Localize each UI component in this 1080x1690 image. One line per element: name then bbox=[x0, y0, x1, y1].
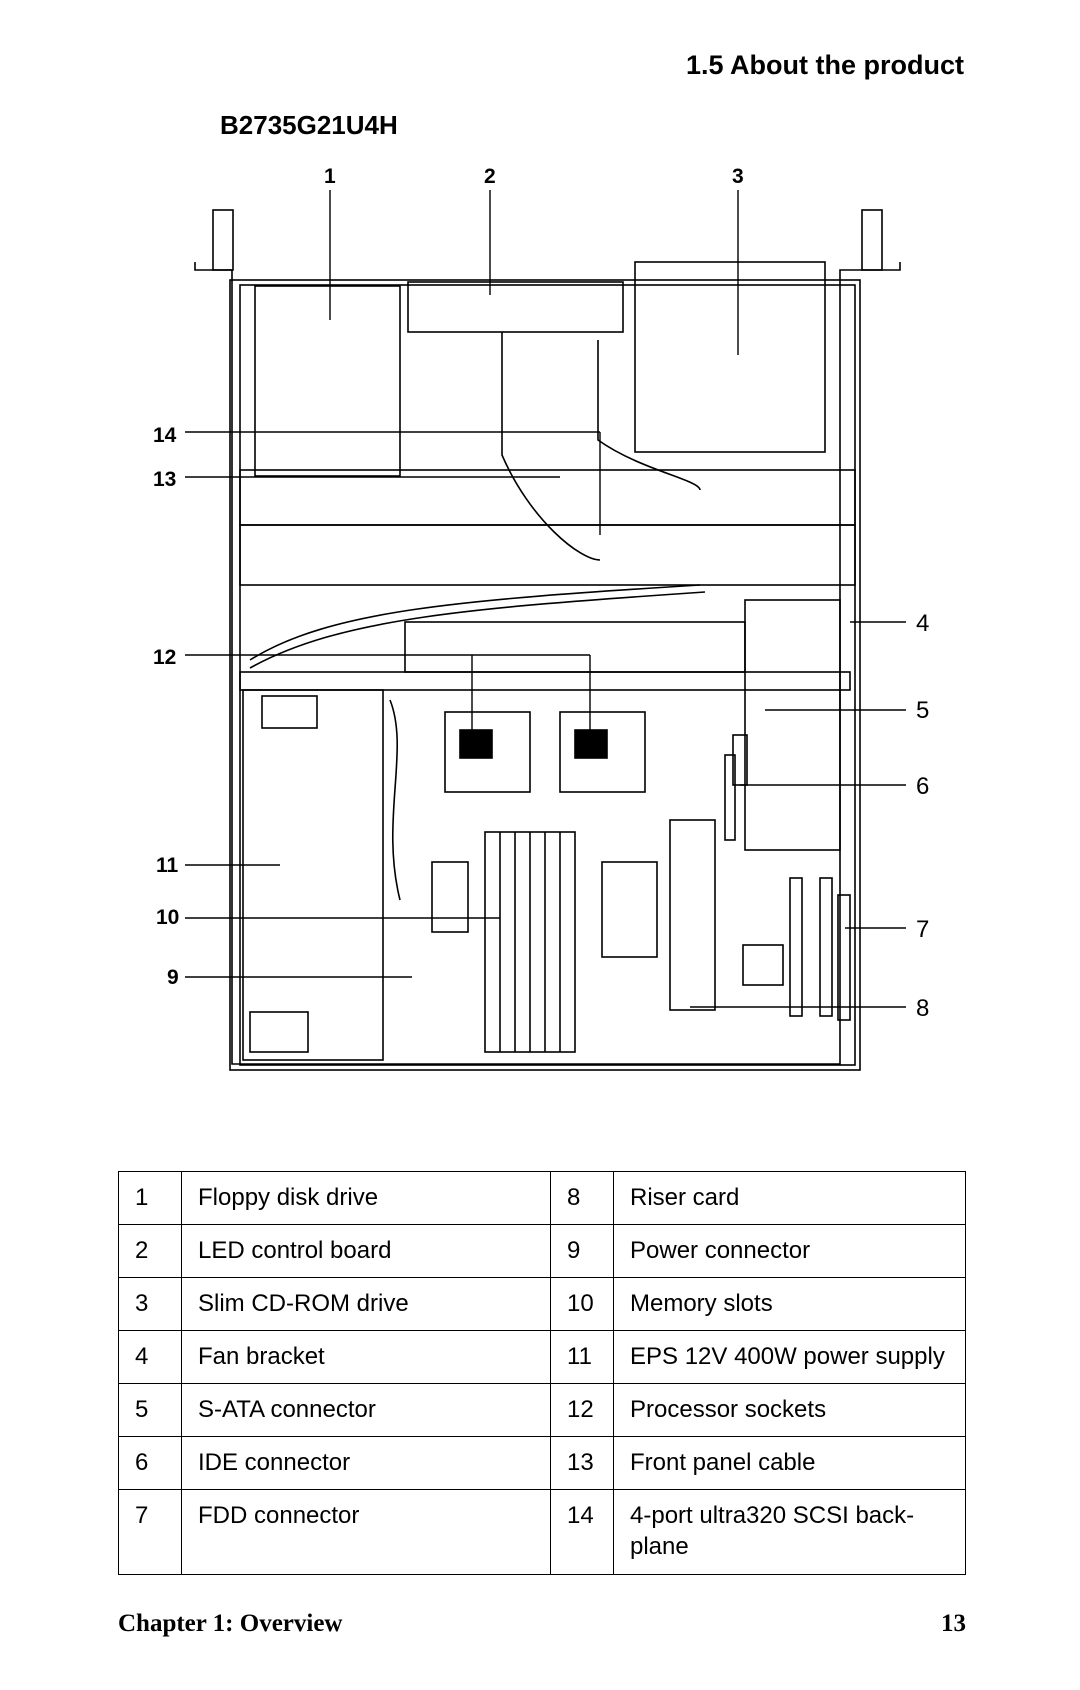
legend-number: 7 bbox=[118, 1489, 182, 1575]
page-number: 13 bbox=[941, 1610, 966, 1637]
legend-number: 5 bbox=[118, 1383, 182, 1437]
legend-description: EPS 12V 400W power supply bbox=[613, 1330, 966, 1384]
footer-chapter: Chapter 1: Overview bbox=[118, 1610, 343, 1637]
callout-8: 8 bbox=[916, 995, 929, 1022]
callout-1: 1 bbox=[324, 165, 336, 188]
legend-description: S-ATA connector bbox=[181, 1383, 551, 1437]
legend-description: FDD connector bbox=[181, 1489, 551, 1575]
legend-number: 1 bbox=[118, 1171, 182, 1225]
legend-description: Memory slots bbox=[613, 1277, 966, 1331]
legend-description: 4-port ultra320 SCSI back-plane bbox=[613, 1489, 966, 1575]
legend-description: Floppy disk drive bbox=[181, 1171, 551, 1225]
legend-number: 2 bbox=[118, 1224, 182, 1278]
callout-12: 12 bbox=[153, 646, 176, 669]
legend-number: 8 bbox=[550, 1171, 614, 1225]
callout-4: 4 bbox=[916, 610, 929, 637]
callout-9: 9 bbox=[167, 966, 179, 989]
legend-number: 9 bbox=[550, 1224, 614, 1278]
legend-number: 11 bbox=[550, 1330, 614, 1384]
callout-5: 5 bbox=[916, 697, 929, 724]
legend-number: 10 bbox=[550, 1277, 614, 1331]
legend-number: 13 bbox=[550, 1436, 614, 1490]
legend-description: Riser card bbox=[613, 1171, 966, 1225]
section-title: 1.5 About the product bbox=[686, 50, 964, 80]
legend-number: 4 bbox=[118, 1330, 182, 1384]
legend-description: LED control board bbox=[181, 1224, 551, 1278]
legend-number: 3 bbox=[118, 1277, 182, 1331]
legend-number: 12 bbox=[550, 1383, 614, 1437]
legend-description: Processor sockets bbox=[613, 1383, 966, 1437]
legend-description: IDE connector bbox=[181, 1436, 551, 1490]
legend-number: 6 bbox=[118, 1436, 182, 1490]
legend-number: 14 bbox=[550, 1489, 614, 1575]
callout-2: 2 bbox=[484, 165, 496, 188]
chassis-diagram: 1 2 3 14 13 12 11 10 9 4 5 6 7 8 bbox=[153, 165, 929, 1071]
model-name: B2735G21U4H bbox=[220, 110, 398, 140]
legend-description: Power connector bbox=[613, 1224, 966, 1278]
callout-10: 10 bbox=[156, 906, 179, 929]
callout-6: 6 bbox=[916, 773, 929, 800]
callout-3: 3 bbox=[732, 165, 744, 188]
callout-11: 11 bbox=[156, 854, 179, 877]
callout-14: 14 bbox=[153, 424, 177, 447]
legend-description: Fan bracket bbox=[181, 1330, 551, 1384]
legend-description: Slim CD-ROM drive bbox=[181, 1277, 551, 1331]
callout-7: 7 bbox=[916, 916, 929, 943]
callout-13: 13 bbox=[153, 468, 176, 491]
legend-description: Front panel cable bbox=[613, 1436, 966, 1490]
